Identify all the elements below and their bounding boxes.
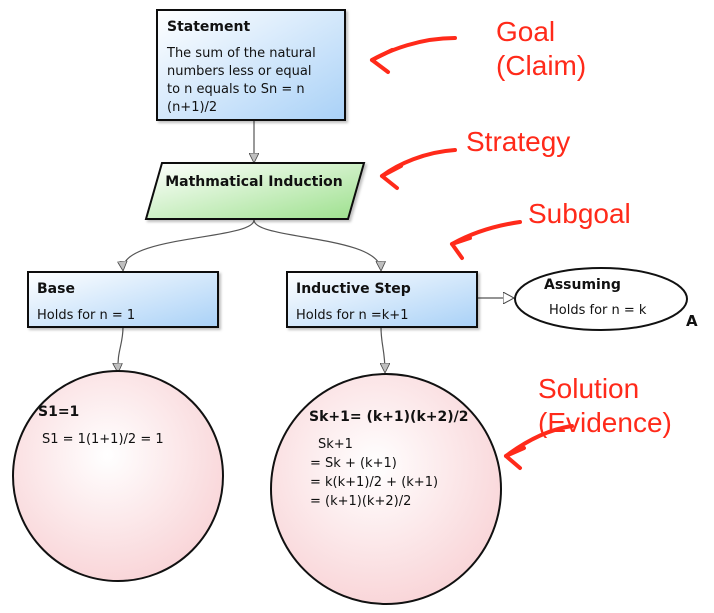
subgoal-node-inductive-step[interactable]: Inductive Step Holds for n =k+1	[286, 271, 478, 328]
solution-step-line: = Sk + (k+1)	[310, 456, 397, 471]
base-text: Holds for n = 1	[37, 308, 135, 323]
connector-base-solution	[118, 326, 124, 372]
goal-text-line: numbers less or equal	[167, 64, 311, 79]
strategy-annotation-arrow-icon	[380, 148, 457, 190]
annotations: Goal (Claim) Strategy Subgoal Solution (…	[466, 16, 672, 438]
subgoal-annotation-arrow-icon	[450, 220, 522, 260]
assumption-node[interactable]: Assuming Holds for n = k A	[514, 267, 698, 331]
solution-node-inductive[interactable]: Sk+1= (k+1)(k+2)/2 Sk+1 = Sk + (k+1) = k…	[270, 373, 502, 605]
inductive-step-title: Inductive Step	[296, 281, 411, 297]
strategy-title: Mathmatical Induction	[165, 174, 343, 190]
goal-text-line: to n equals to Sn = n	[167, 82, 305, 97]
solution-base-title: S1=1	[38, 404, 79, 420]
subgoal-node-base[interactable]: Base Holds for n = 1	[27, 271, 219, 328]
annotation-subgoal: Subgoal	[528, 198, 631, 229]
solution-step-title: Sk+1= (k+1)(k+2)/2	[309, 409, 468, 425]
base-title: Base	[37, 281, 75, 297]
solution-annotation-arrow-icon	[504, 424, 574, 470]
assumption-text: Holds for n = k	[549, 303, 647, 318]
connector-strategy-inductive	[253, 219, 381, 270]
solution-step-line: = k(k+1)/2 + (k+1)	[310, 475, 438, 490]
goal-text-line: The sum of the natural	[166, 46, 316, 61]
annotation-solution: Solution	[538, 373, 639, 404]
annotation-evidence: (Evidence)	[538, 407, 672, 438]
goal-annotation-arrow-icon	[370, 36, 457, 74]
assumption-marker: A	[686, 312, 698, 330]
annotation-claim: (Claim)	[496, 50, 586, 81]
inductive-step-text: Holds for n =k+1	[296, 308, 408, 323]
goal-text-line: (n+1)/2	[167, 100, 217, 115]
solution-node-base[interactable]: S1=1 S1 = 1(1+1)/2 = 1	[12, 370, 224, 582]
connectors	[118, 120, 514, 372]
solution-step-line: Sk+1	[318, 437, 353, 452]
annotation-goal: Goal	[496, 16, 555, 47]
solution-base-text: S1 = 1(1+1)/2 = 1	[42, 432, 164, 447]
strategy-node-induction[interactable]: Mathmatical Induction	[144, 162, 366, 220]
assumption-title: Assuming	[544, 277, 621, 293]
solution-step-line: = (k+1)(k+2)/2	[310, 494, 411, 509]
connector-strategy-base	[123, 219, 255, 270]
annotation-arrows	[370, 36, 574, 470]
goal-title: Statement	[167, 19, 250, 35]
annotation-strategy: Strategy	[466, 126, 570, 157]
goal-node-statement[interactable]: Statement The sum of the natural numbers…	[156, 9, 346, 121]
connector-inductive-solution	[381, 326, 385, 372]
